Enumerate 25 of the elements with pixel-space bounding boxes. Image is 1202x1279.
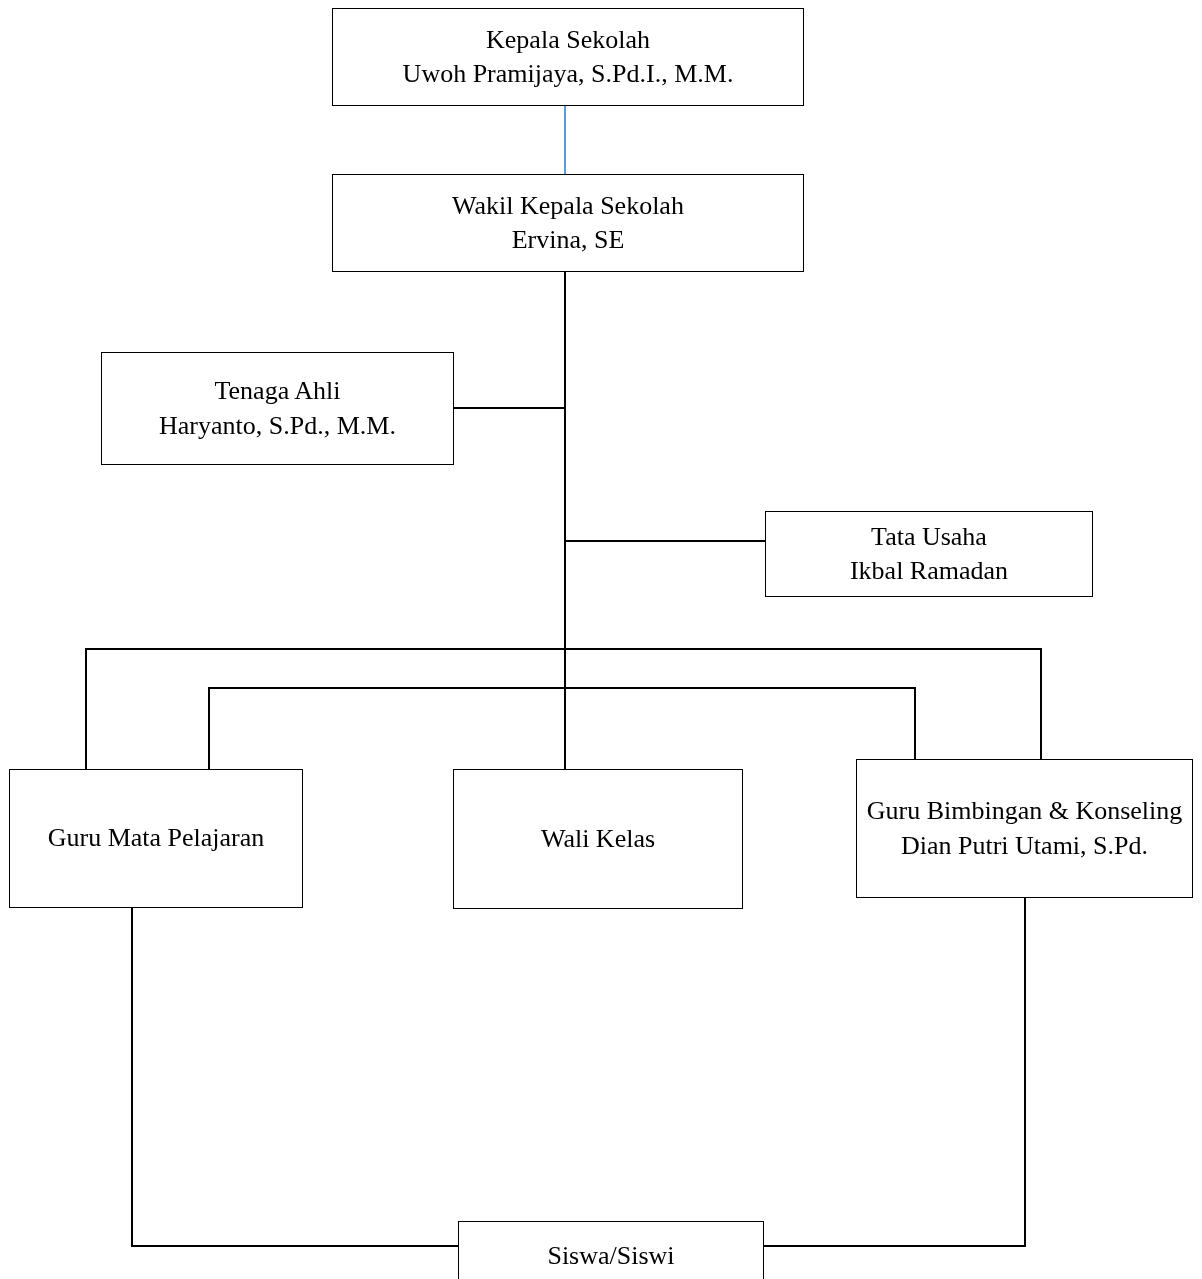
connector-line bbox=[564, 105, 566, 175]
position-title: Kepala Sekolah bbox=[486, 23, 650, 56]
org-box bbox=[332, 8, 804, 106]
person-name: Uwoh Pramijaya, S.Pd.I., M.M. bbox=[402, 58, 734, 90]
person-name: Ikbal Ramadan bbox=[849, 555, 1009, 587]
org-box bbox=[101, 352, 454, 465]
person-name: Haryanto, S.Pd., M.M. bbox=[159, 409, 396, 442]
person-name: Ervina, SE bbox=[511, 224, 625, 256]
org-box bbox=[458, 1221, 764, 1279]
org-box bbox=[453, 769, 743, 909]
org-box bbox=[765, 511, 1093, 597]
person-name: Dian Putri Utami, S.Pd. bbox=[901, 829, 1148, 862]
org-box bbox=[9, 769, 303, 908]
position-title: Tata Usaha bbox=[871, 520, 987, 553]
position-title: Tenaga Ahli bbox=[214, 375, 341, 408]
position-title: Guru Bimbingan & Konseling bbox=[866, 795, 1183, 828]
connector-line bbox=[763, 897, 1026, 1247]
org-box bbox=[332, 174, 804, 272]
position-title: Wakil Kepala Sekolah bbox=[452, 189, 684, 222]
connector-line bbox=[131, 907, 459, 1247]
position-title: Wali Kelas bbox=[540, 822, 656, 855]
connector-line bbox=[208, 687, 916, 770]
position-title: Guru Mata Pelajaran bbox=[47, 822, 265, 855]
position-title: Siswa/Siswi bbox=[547, 1240, 675, 1273]
org-box bbox=[856, 759, 1193, 898]
